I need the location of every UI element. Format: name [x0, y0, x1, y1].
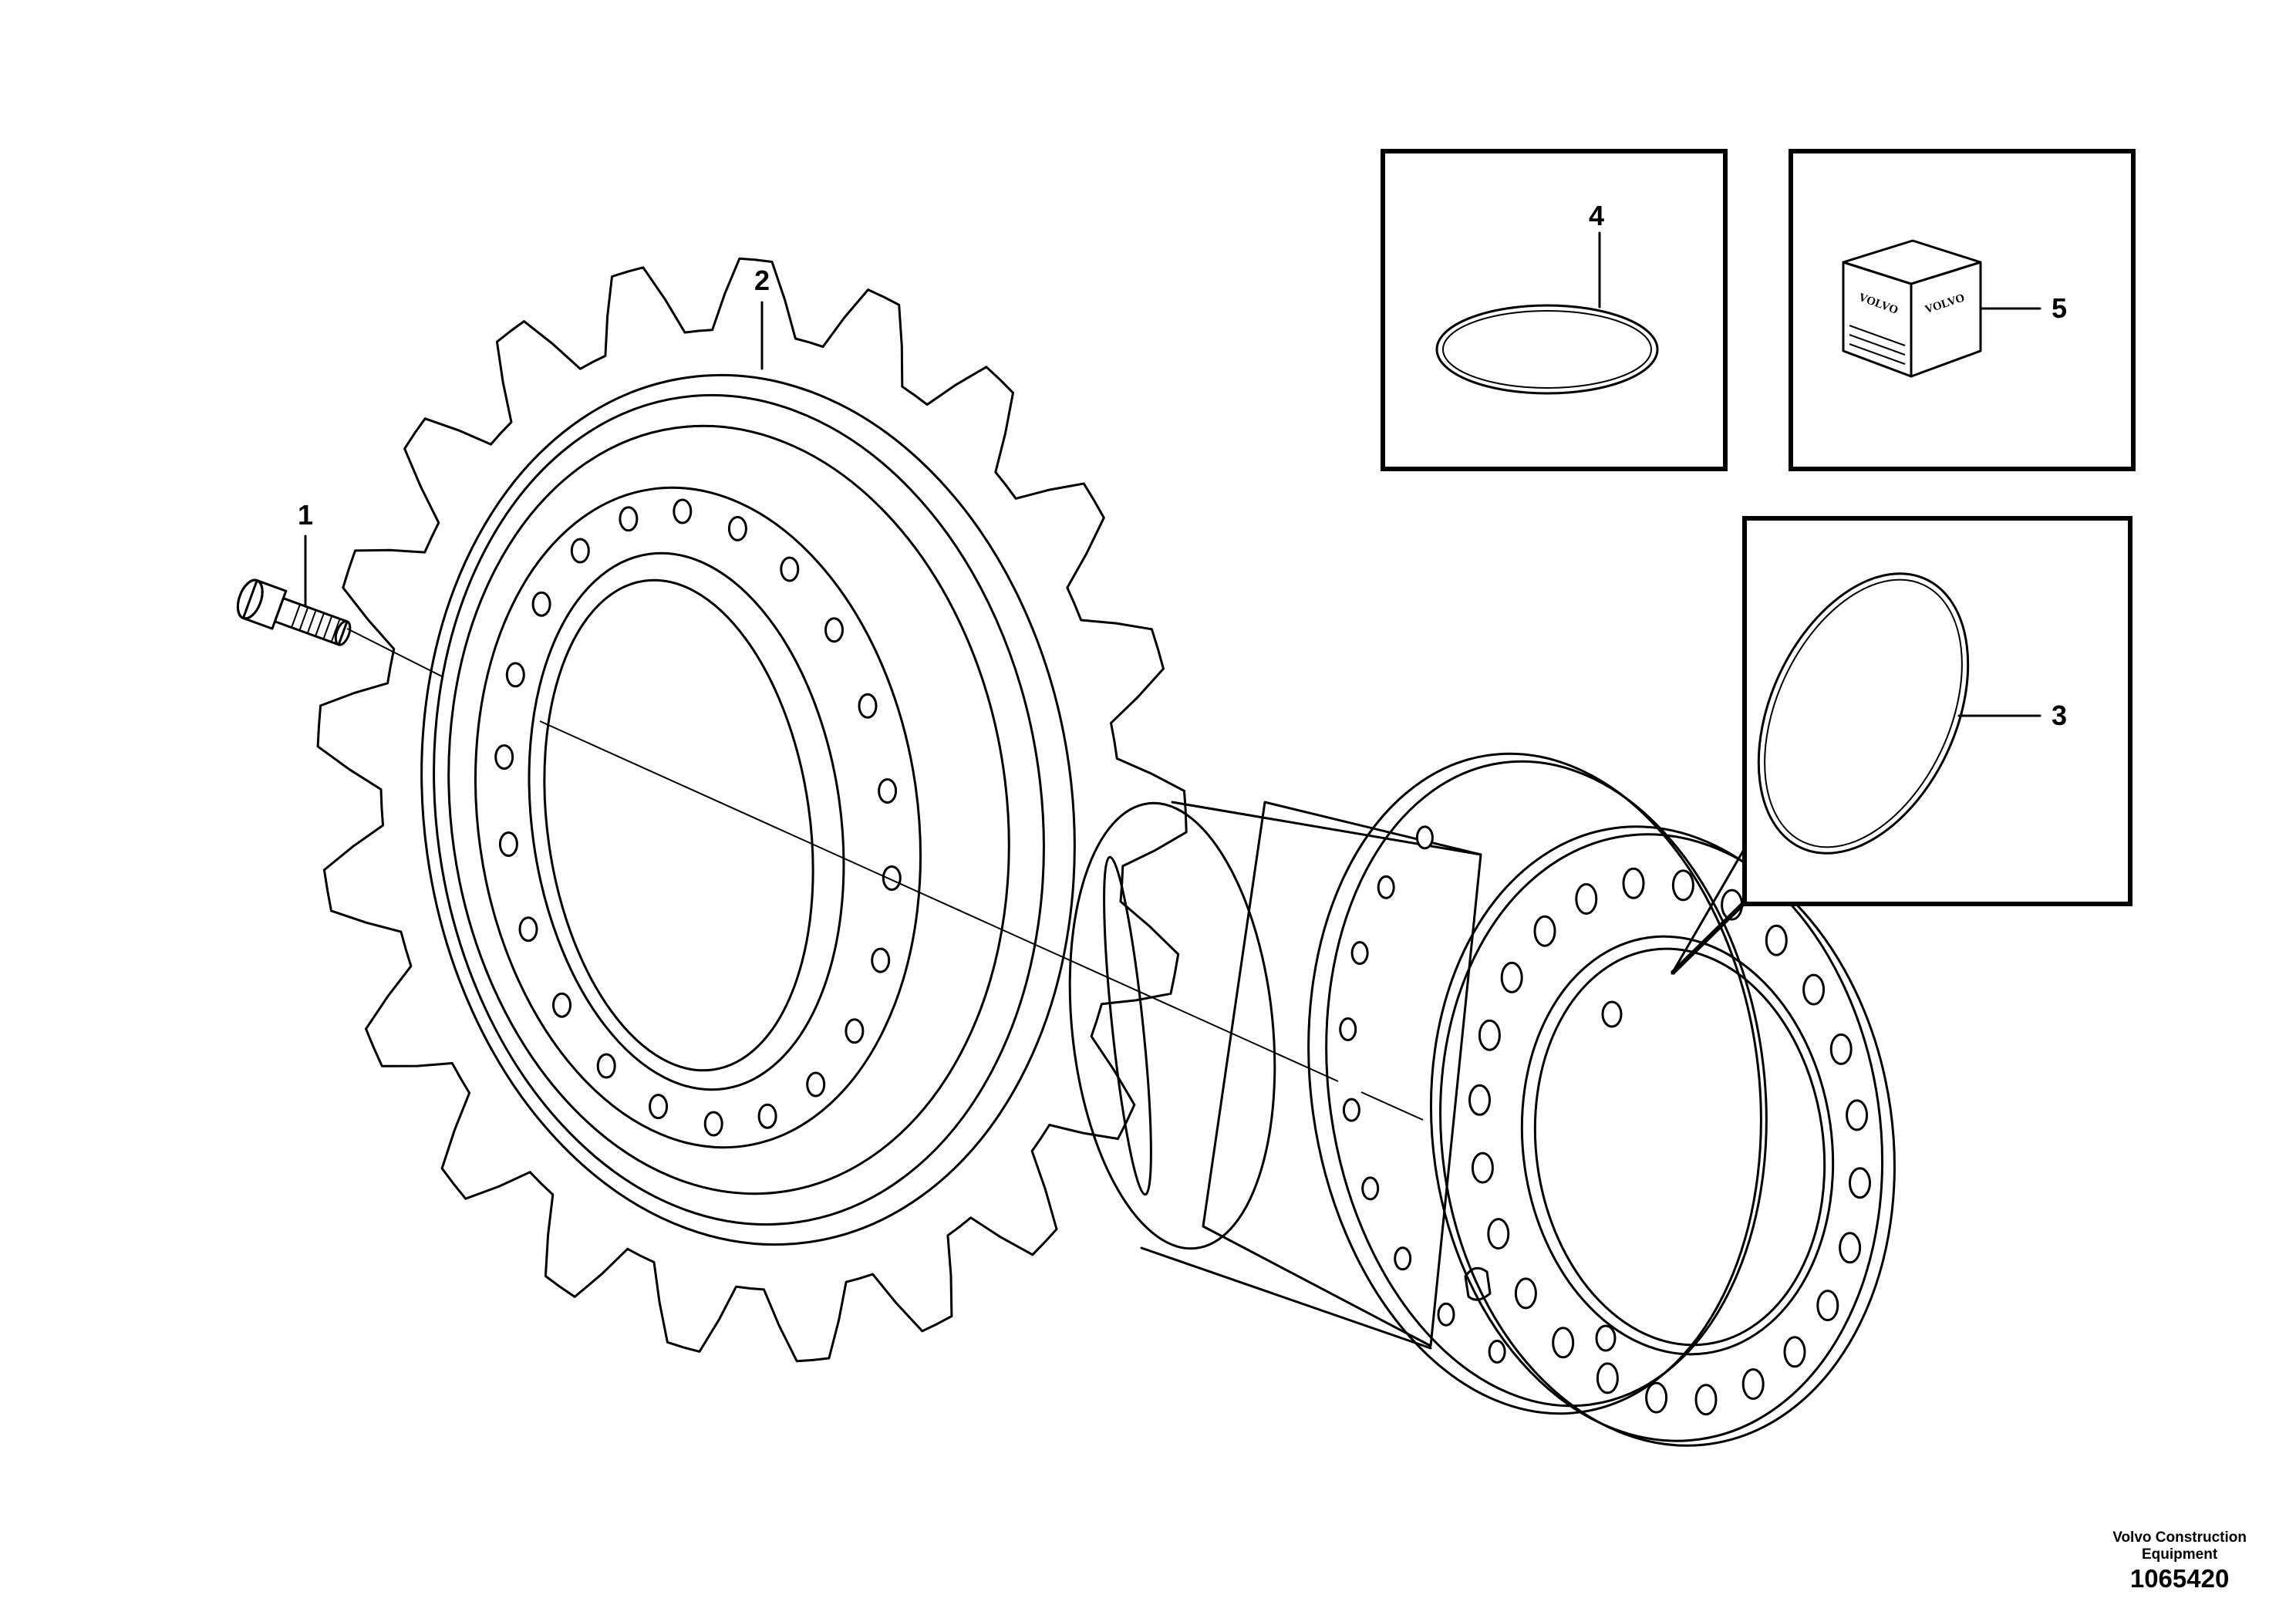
flange-bolt-hole [1575, 883, 1598, 915]
flange-bolt-hole [1533, 915, 1556, 947]
callout-1: 1 [298, 499, 313, 531]
sprocket-bolt-hole [570, 538, 590, 564]
final-drive-housing [1068, 752, 1896, 1447]
flange-bolt-hole [1849, 1167, 1871, 1199]
bolt [236, 578, 352, 646]
flange-bolt-hole [1478, 1019, 1501, 1051]
flange-bolt-hole [1339, 1017, 1357, 1041]
sprocket-bolt-hole [596, 1053, 616, 1079]
sprocket-bolt-hole [494, 744, 514, 770]
sprocket-bolt-hole [806, 1071, 826, 1098]
flange-bolt-hole [1488, 1340, 1506, 1364]
flange-bolt-hole [1552, 1327, 1575, 1359]
sprocket-bolt-hole [757, 1103, 777, 1129]
flange-bolt-hole [1596, 1362, 1619, 1394]
flange-bolt-hole [1377, 875, 1395, 899]
flange-bolt-hole [1468, 1084, 1491, 1116]
flange-bolt-hole [1622, 867, 1645, 899]
assembly-line-flange [1360, 1091, 1424, 1121]
flange-bolt-hole [1350, 941, 1369, 966]
figure-number: 1065420 [2129, 1564, 2230, 1593]
detail-box-3 [1670, 516, 2132, 976]
sprocket-bolt-hole [882, 865, 902, 891]
callout-5: 5 [2052, 292, 2067, 324]
company-name-line1: Volvo Construction [2112, 1529, 2247, 1546]
flange-bolt-hole [1829, 1033, 1853, 1065]
flange-bolt-hole [1846, 1099, 1869, 1131]
flange-bolt-hole [1816, 1290, 1839, 1322]
flange-bolt-hole [1694, 1384, 1718, 1416]
flange-bolt-hole [1514, 1277, 1537, 1310]
flange-bolt-hole [1500, 961, 1523, 993]
detail-box-5: VOLVO VOLVO [1789, 149, 2136, 471]
sprocket-bolt-hole [619, 506, 639, 532]
sprocket-bolt-hole [531, 591, 551, 617]
flange-bolt-hole [1802, 973, 1826, 1006]
sprocket-bolt-hole [845, 1018, 865, 1044]
company-name-line2: Equipment [2142, 1546, 2218, 1563]
flange-bolt-hole [1394, 1246, 1412, 1271]
flange-bolt-hole [1671, 869, 1694, 902]
sprocket-bolt-hole [649, 1094, 669, 1120]
sprocket-bolt-hole [871, 947, 891, 973]
flange-bolt-hole [1415, 825, 1434, 850]
figure-footer: Volvo Construction Equipment 1065420 [2112, 1529, 2247, 1594]
assembly-line-center [539, 720, 1339, 1082]
flange-bolt-hole [1487, 1218, 1510, 1250]
sprocket-bolt-hole [727, 515, 747, 541]
detail-box-4 [1381, 149, 1728, 471]
callout-3: 3 [2052, 700, 2067, 731]
sprocket-bolt-hole [505, 662, 525, 688]
flange-bolt-hole [1645, 1381, 1668, 1414]
assembly-line-bolt [346, 628, 444, 678]
sprocket-bolt-hole [824, 617, 844, 643]
sprocket-bolt-hole [673, 498, 693, 524]
sprocket-bolt-hole [518, 916, 538, 943]
flange-bolt-hole [1839, 1232, 1862, 1264]
flange-bolt-hole [1741, 1368, 1765, 1400]
sprocket [316, 257, 1188, 1363]
callout-4: 4 [1589, 200, 1604, 231]
flange-bolt-hole [1765, 924, 1788, 956]
flange-bolt-hole [1342, 1098, 1360, 1122]
sprocket-bolt-hole [703, 1111, 723, 1137]
callout-2: 2 [754, 265, 770, 296]
sprocket-bolt-hole [552, 992, 571, 1018]
sprocket-bolt-hole [780, 556, 800, 582]
sprocket-bolt-hole [858, 693, 878, 719]
flange-bolt-hole [1361, 1176, 1380, 1201]
sprocket-bolt-hole [878, 778, 898, 804]
flange-bolt-hole [1783, 1336, 1806, 1368]
flange-bolt-hole [1471, 1152, 1494, 1184]
sprocket-bolt-hole [498, 831, 518, 857]
flange-bolt-hole [1437, 1302, 1455, 1327]
